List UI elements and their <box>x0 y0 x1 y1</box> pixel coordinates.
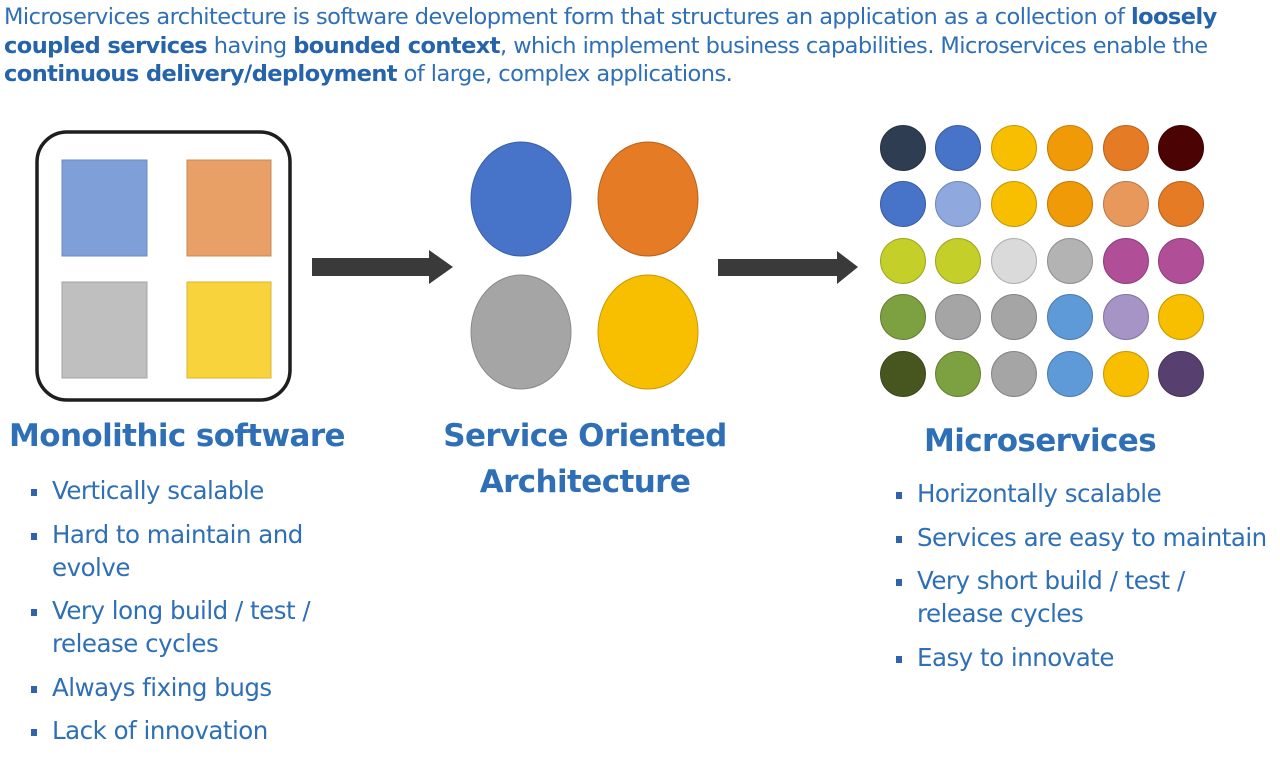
microservice-circle <box>1103 181 1149 227</box>
microservice-circle <box>1047 351 1093 397</box>
monolith-yellow-block <box>186 281 272 379</box>
bullet-text: Always fixing bugs <box>52 672 272 702</box>
bullet-square-icon <box>31 489 37 496</box>
bullet-text: Easy to innovate <box>917 642 1114 672</box>
list-item: Vertically scalable <box>31 474 371 507</box>
intro-paragraph: Microservices architecture is software d… <box>4 3 1274 89</box>
bullet-square-icon <box>31 609 37 616</box>
soa-title: Service Oriented Architecture <box>430 413 740 505</box>
microservice-circle <box>935 125 981 171</box>
bullet-square-icon <box>896 535 902 543</box>
list-item: Hard to maintain and evolve <box>31 518 371 584</box>
list-item: Horizontally scalable <box>896 477 1276 510</box>
soa-title-line-1: Service Oriented <box>443 418 727 454</box>
microservice-circle <box>880 125 926 171</box>
microservice-circle <box>1158 125 1204 171</box>
intro-text: of large, complex applications. <box>397 61 733 88</box>
monolith-title: Monolithic software <box>9 418 346 454</box>
microservice-circle <box>991 125 1037 171</box>
list-item: Very short build / test / release cycles <box>896 564 1276 630</box>
microservice-circle <box>880 238 926 284</box>
list-item: Lack of innovation <box>31 714 371 747</box>
bullet-text: Very short build / test / release cycles <box>917 566 1185 628</box>
microservice-circle <box>991 294 1037 340</box>
list-item: Easy to innovate <box>896 641 1276 674</box>
microservice-circle <box>1158 181 1204 227</box>
microservice-circle <box>880 294 926 340</box>
microservices-grid <box>880 125 1204 397</box>
microservice-circle <box>1158 238 1204 284</box>
architecture-diagram <box>35 125 1204 402</box>
microservice-circle <box>1103 125 1149 171</box>
bullet-square-icon <box>31 729 37 736</box>
microservice-circle <box>935 294 981 340</box>
bullet-square-icon <box>31 685 37 693</box>
microservice-circle <box>935 238 981 284</box>
microservice-circle <box>1047 125 1093 171</box>
microservices-title: Microservices <box>923 423 1157 459</box>
bullet-text: Services are easy to maintain <box>917 522 1267 552</box>
bullet-text: Very long build / test / release cycles <box>52 596 311 658</box>
bullet-text: Lack of innovation <box>52 716 268 745</box>
intro-text: having <box>207 32 294 59</box>
microservice-circle <box>991 351 1037 397</box>
list-item: Very long build / test / release cycles <box>31 594 337 660</box>
microservice-circle <box>880 181 926 227</box>
soa-title-line-2: Architecture <box>479 464 691 500</box>
monolith-bullet-list: Vertically scalable Hard to maintain and… <box>31 474 371 758</box>
microservice-circle <box>1103 294 1149 340</box>
microservice-circle <box>1047 294 1093 340</box>
microservice-circle <box>1047 238 1093 284</box>
microservice-circle <box>991 238 1037 284</box>
bullet-square-icon <box>896 655 902 663</box>
intro-emphasis-loosely-coupled: loosely coupled services <box>4 4 1217 59</box>
microservice-circle <box>1158 294 1204 340</box>
soa-orange-service <box>597 141 699 257</box>
microservice-circle <box>1158 351 1204 397</box>
monolith-blue-block <box>61 159 148 257</box>
bullet-square-icon <box>896 579 902 586</box>
intro-emphasis-bounded-context: bounded context <box>293 32 500 59</box>
microservice-circle <box>935 351 981 397</box>
microservice-circle <box>935 181 981 227</box>
microservice-circle <box>880 351 926 397</box>
monolith-gray-block <box>61 281 148 379</box>
intro-text: , which implement business capabilities.… <box>499 32 1208 59</box>
microservice-circle <box>991 181 1037 227</box>
soa-blue-service <box>470 141 572 257</box>
bullet-text: Vertically scalable <box>52 476 264 505</box>
microservice-circle <box>1103 238 1149 284</box>
intro-emphasis-continuous-delivery: continuous delivery/deployment <box>4 61 398 88</box>
bullet-square-icon <box>896 492 902 499</box>
microservice-circle <box>1047 181 1093 227</box>
bullet-text: Hard to maintain and evolve <box>52 519 303 582</box>
arrow-right-icon <box>718 251 858 284</box>
list-item: Always fixing bugs <box>31 671 371 704</box>
intro-text: Microservices architecture is software d… <box>4 4 1131 30</box>
arrow-right-icon <box>312 250 453 284</box>
soa-yellow-service <box>597 274 699 390</box>
microservices-bullet-list: Horizontally scalable Services are easy … <box>896 477 1276 684</box>
monolith-orange-block <box>186 159 272 257</box>
soa-gray-service <box>470 274 572 390</box>
microservice-circle <box>1103 351 1149 397</box>
bullet-text: Horizontally scalable <box>917 479 1162 508</box>
bullet-square-icon <box>31 532 37 540</box>
list-item: Services are easy to maintain <box>896 521 1276 554</box>
